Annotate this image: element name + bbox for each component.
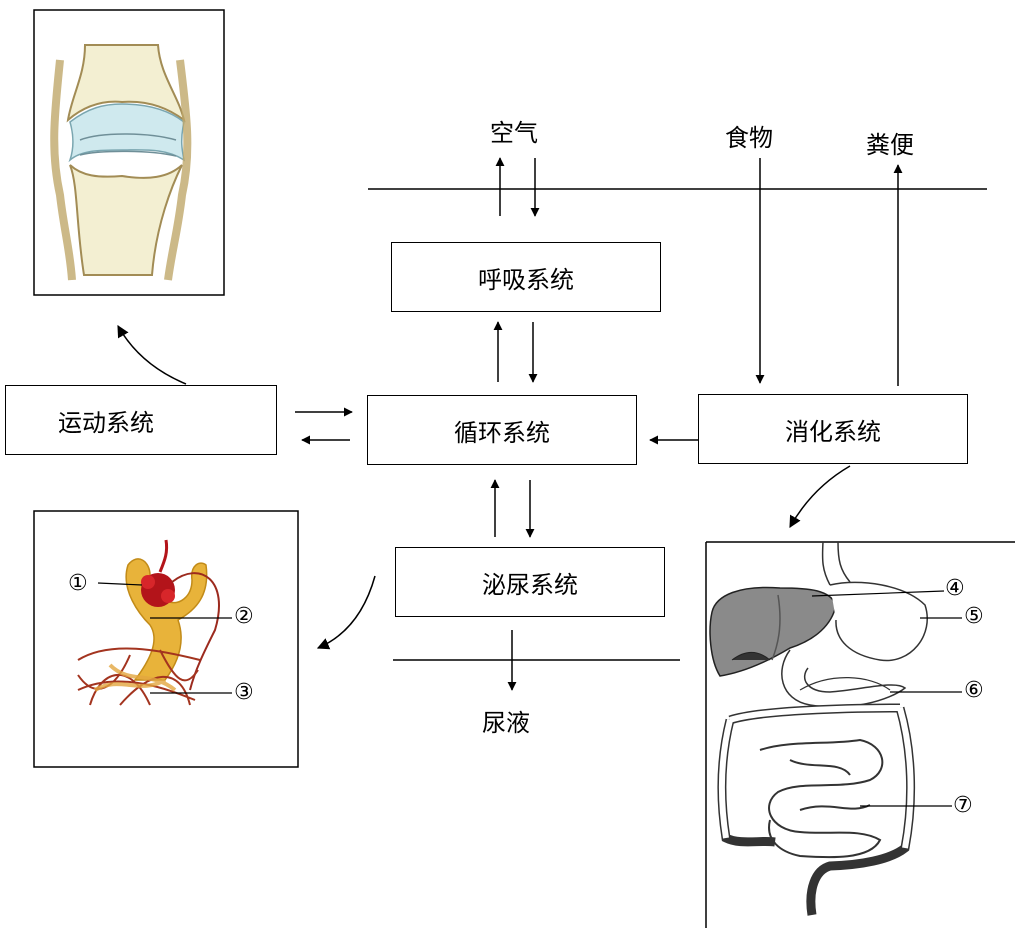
marker-7: ⑦ xyxy=(953,795,973,817)
knee-joint-illustration xyxy=(34,10,224,295)
marker-4: ④ xyxy=(945,578,965,600)
curve-arrow-locomotor-to-joint xyxy=(118,326,186,384)
marker-5: ⑤ xyxy=(964,606,984,628)
curve-arrow-digestive-to-tract xyxy=(790,466,850,527)
marker-6: ⑥ xyxy=(964,680,984,702)
marker-3: ③ xyxy=(234,682,254,704)
marker-1: ① xyxy=(68,573,88,595)
nephron-illustration xyxy=(34,511,298,767)
marker-2: ② xyxy=(234,606,254,628)
curve-arrow-urinary-to-nephron xyxy=(318,576,375,648)
digestive-tract-illustration xyxy=(706,542,1015,928)
